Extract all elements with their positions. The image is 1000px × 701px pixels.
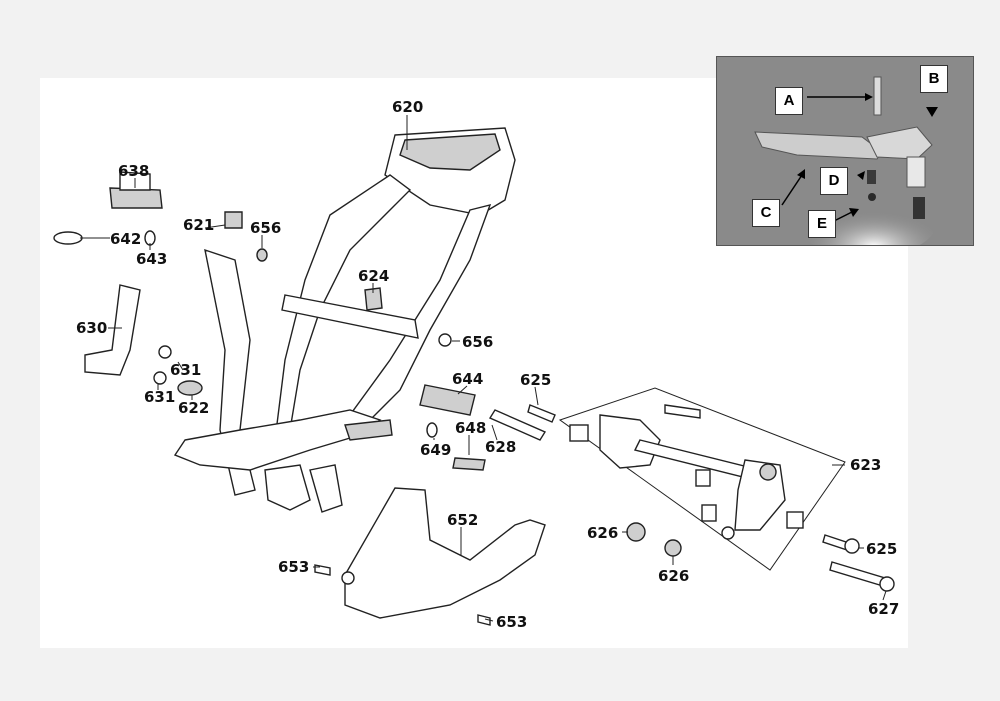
callout-652: 652 [447, 511, 478, 529]
photo-inset: A B C D E [716, 56, 974, 246]
callout-624: 624 [358, 267, 389, 285]
callout-631-upper: 631 [170, 361, 201, 379]
callout-653-left: 653 [278, 558, 309, 576]
callout-621: 621 [183, 216, 214, 234]
callout-631-lower: 631 [144, 388, 175, 406]
engine-hanger-assembly-drawing [558, 387, 895, 592]
callout-628: 628 [485, 438, 516, 456]
photo-label-d: D [820, 167, 848, 195]
callout-620: 620 [392, 98, 423, 116]
lower-cover-drawing [314, 487, 546, 626]
callout-648: 648 [455, 419, 486, 437]
leader-lines [80, 115, 887, 622]
callout-638: 638 [118, 162, 149, 180]
photo-label-e: E [808, 210, 836, 238]
callout-623: 623 [850, 456, 881, 474]
callout-644: 644 [452, 370, 483, 388]
callout-625-upper: 625 [520, 371, 551, 389]
callout-642: 642 [110, 230, 141, 248]
photo-label-a: A [775, 87, 803, 115]
callout-656-lower: 656 [462, 333, 493, 351]
callout-625-lower: 625 [866, 540, 897, 558]
photo-label-b: B [920, 65, 948, 93]
callout-630: 630 [76, 319, 107, 337]
callout-627: 627 [868, 600, 899, 618]
middle-parts-drawing [419, 333, 556, 471]
callout-649: 649 [420, 441, 451, 459]
main-frame-drawing [173, 127, 516, 513]
photo-label-c: C [752, 199, 780, 227]
callout-626-left: 626 [587, 524, 618, 542]
callout-622: 622 [178, 399, 209, 417]
callout-653-right: 653 [496, 613, 527, 631]
callout-labels: 620 638 621 656 642 643 624 630 656 631 … [76, 98, 899, 631]
callout-626-lower: 626 [658, 567, 689, 585]
callout-643: 643 [136, 250, 167, 268]
callout-656-upper: 656 [250, 219, 281, 237]
